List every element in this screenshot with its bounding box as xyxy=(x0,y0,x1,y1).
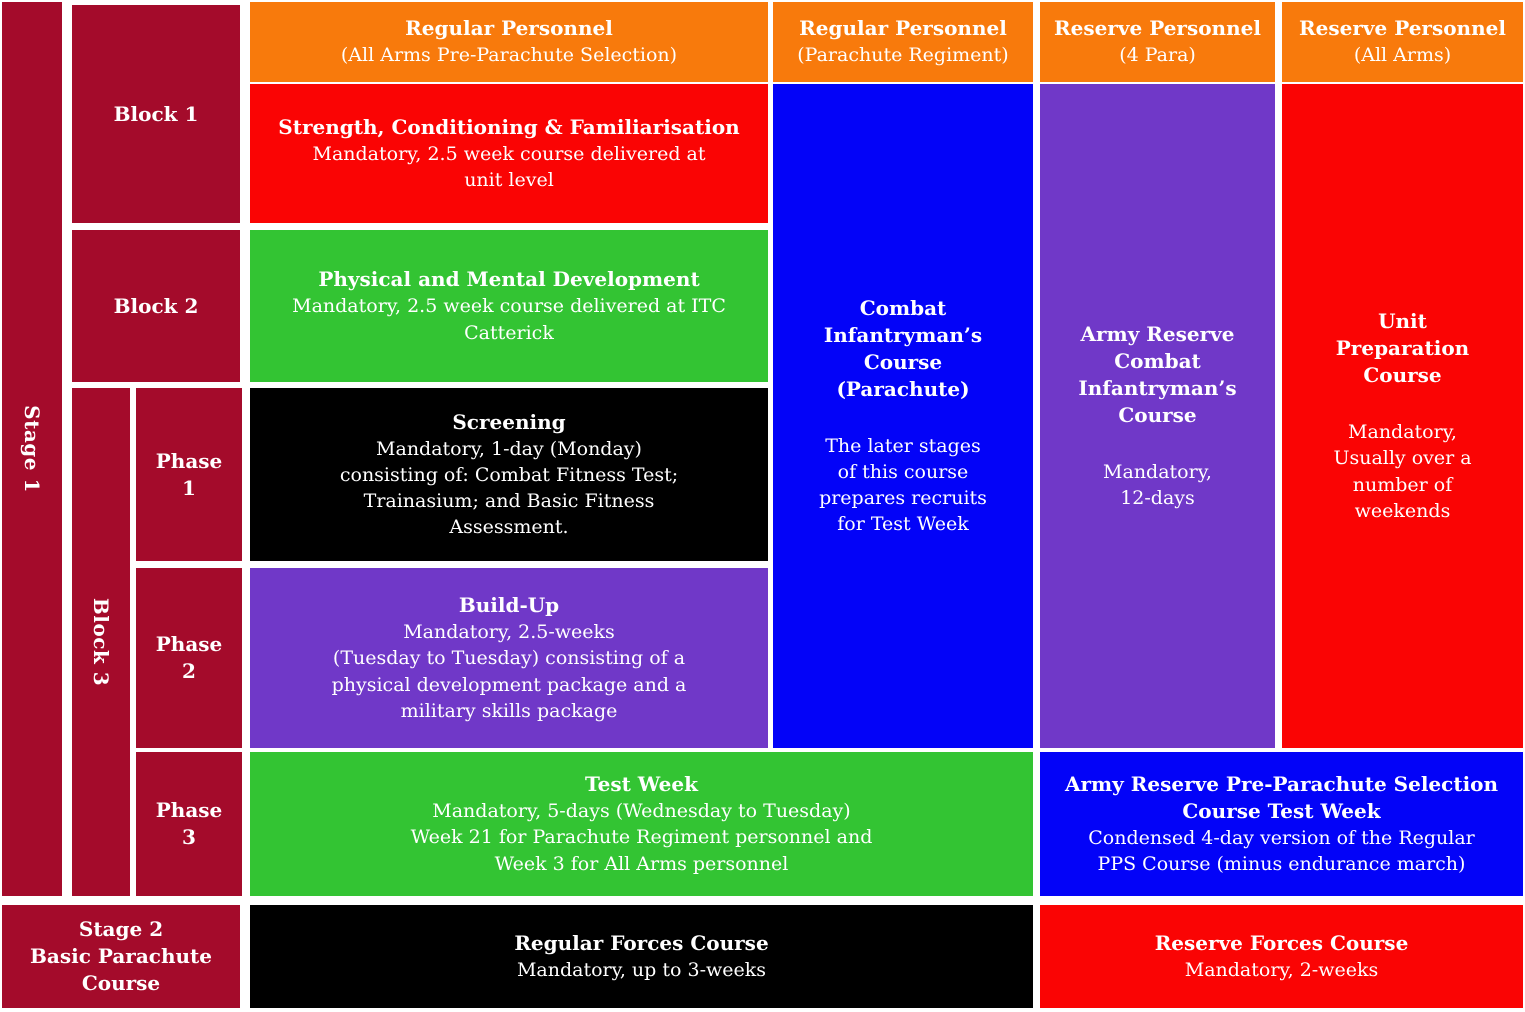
header-regular-para-regt: Regular Personnel (Parachute Regiment) xyxy=(773,2,1033,82)
header-subtitle: (All Arms Pre-Parachute Selection) xyxy=(340,44,678,67)
course-title: Army Reserve Combat Infantryman’s Course xyxy=(1078,321,1237,427)
course-body: The later stages of this course prepares… xyxy=(819,434,987,536)
course-body: Mandatory, 12-days xyxy=(1103,460,1212,509)
course-strength-conditioning: Strength, Conditioning & Familiarisation… xyxy=(250,84,768,223)
course-title: Build-Up xyxy=(458,593,560,618)
header-title: Reserve Personnel xyxy=(1054,16,1261,41)
course-screening: Screening Mandatory, 1-day (Monday) cons… xyxy=(250,388,768,561)
header-reserve-4para: Reserve Personnel (4 Para) xyxy=(1040,2,1275,82)
course-body: Mandatory, up to 3-weeks xyxy=(516,958,767,981)
course-regular-forces: Regular Forces Course Mandatory, up to 3… xyxy=(250,905,1033,1008)
phase2-text: Phase 2 xyxy=(155,632,223,683)
header-title: Regular Personnel xyxy=(799,16,1007,41)
course-body: Mandatory, 2-weeks xyxy=(1184,958,1379,981)
stage2-label: Stage 2 Basic Parachute Course xyxy=(2,905,240,1008)
block1-text: Block 1 xyxy=(113,101,199,126)
block3-text: Block 3 xyxy=(89,597,114,687)
course-title: Physical and Mental Development xyxy=(318,267,700,292)
course-body: Mandatory, 2.5 week course delivered at … xyxy=(292,295,726,344)
course-title: Test Week xyxy=(585,772,698,797)
course-body: Condensed 4-day version of the Regular P… xyxy=(1088,826,1475,875)
course-physical-mental: Physical and Mental Development Mandator… xyxy=(250,230,768,382)
course-ar-pps-test-week: Army Reserve Pre-Parachute Selection Cou… xyxy=(1040,752,1523,896)
header-title: Regular Personnel xyxy=(405,16,613,41)
phase1-text: Phase 1 xyxy=(155,448,223,500)
course-body: Mandatory, Usually over a number of week… xyxy=(1333,421,1472,522)
phase2-label: Phase 2 xyxy=(136,568,242,748)
course-body: Mandatory, 5-days (Wednesday to Tuesday)… xyxy=(410,800,873,875)
course-build-up: Build-Up Mandatory, 2.5-weeks (Tuesday t… xyxy=(250,568,768,748)
course-title: Regular Forces Course xyxy=(514,930,769,955)
course-body: Mandatory, 2.5 week course delivered at … xyxy=(312,142,706,191)
header-regular-all-arms: Regular Personnel (All Arms Pre-Parachut… xyxy=(250,2,768,82)
block2-text: Block 2 xyxy=(113,293,199,318)
block3-bar: Block 3 xyxy=(72,388,130,896)
block2-label: Block 2 xyxy=(72,230,240,382)
stage1-bar: Stage 1 xyxy=(2,2,62,896)
course-title: Strength, Conditioning & Familiarisation xyxy=(278,114,740,139)
phase1-label: Phase 1 xyxy=(136,388,242,561)
course-ar-combat-infantryman: Army Reserve Combat Infantryman’s Course… xyxy=(1040,84,1275,748)
header-subtitle: (Parachute Regiment) xyxy=(797,44,1009,67)
block1-label: Block 1 xyxy=(72,5,240,223)
course-unit-preparation: Unit Preparation Course Mandatory, Usual… xyxy=(1282,84,1523,748)
header-subtitle: (All Arms) xyxy=(1353,44,1452,67)
course-title: Unit Preparation Course xyxy=(1335,309,1470,388)
course-reserve-forces: Reserve Forces Course Mandatory, 2-weeks xyxy=(1040,905,1523,1008)
stage2-text: Stage 2 Basic Parachute Course xyxy=(29,917,213,995)
course-title: Combat Infantryman’s Course (Parachute) xyxy=(823,295,983,401)
header-title: Reserve Personnel xyxy=(1299,16,1506,41)
course-title: Army Reserve Pre-Parachute Selection Cou… xyxy=(1064,771,1499,823)
phase3-text: Phase 3 xyxy=(155,798,223,849)
header-reserve-all-arms: Reserve Personnel (All Arms) xyxy=(1282,2,1523,82)
phase3-label: Phase 3 xyxy=(136,752,242,896)
stage1-label: Stage 1 xyxy=(20,405,45,493)
course-body: Mandatory, 1-day (Monday) consisting of:… xyxy=(339,437,679,539)
course-title: Reserve Forces Course xyxy=(1154,930,1409,955)
course-body: Mandatory, 2.5-weeks (Tuesday to Tuesday… xyxy=(331,621,687,722)
course-test-week: Test Week Mandatory, 5-days (Wednesday t… xyxy=(250,752,1033,896)
header-subtitle: (4 Para) xyxy=(1119,44,1196,67)
course-title: Screening xyxy=(452,409,566,434)
course-combat-infantryman: Combat Infantryman’s Course (Parachute) … xyxy=(773,84,1033,748)
